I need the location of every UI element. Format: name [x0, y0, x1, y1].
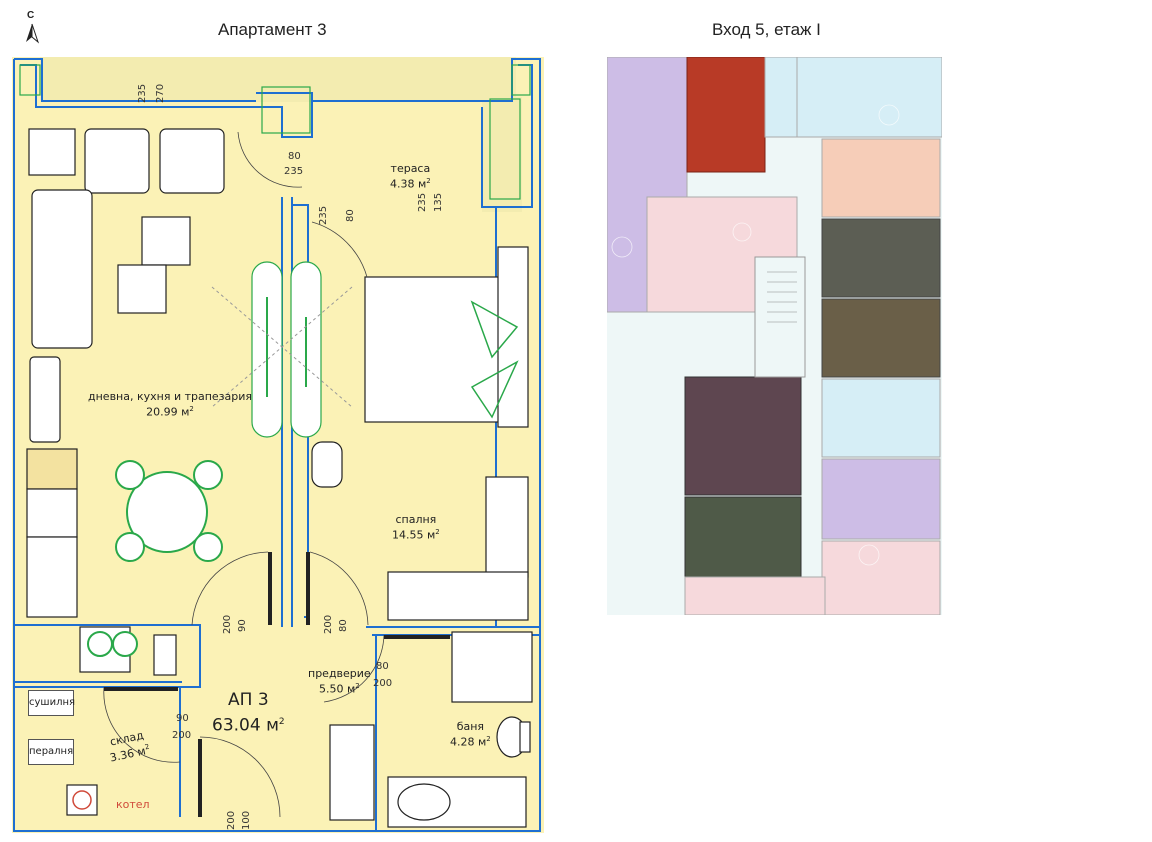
apartment-summary: АП 3 63.04 м2	[212, 689, 285, 737]
dim-135: 135	[433, 192, 444, 212]
plan-drawing	[13, 57, 541, 832]
dim-235-bedroom-door: 235	[318, 205, 329, 225]
living-area: 20.99 м	[146, 405, 190, 419]
dim-90-living-door: 90	[237, 619, 248, 632]
dim-80-bedroom-door: 80	[345, 209, 356, 222]
dim-80-bedroom-door2: 80	[338, 619, 349, 632]
hall-name: предверие	[308, 667, 371, 680]
terrace-area: 4.38 м	[390, 177, 427, 191]
dim-200-entrance: 200	[226, 810, 237, 830]
dim-200-living-door: 200	[222, 614, 233, 634]
dim-235-top: 235	[137, 83, 148, 103]
boiler-label: котел	[116, 798, 150, 811]
terrace-label: тераса 4.38 м2	[390, 162, 431, 191]
apartment-area-sup: 2	[278, 717, 285, 727]
apartment-area: 63.04 м	[212, 715, 279, 736]
dim-235-terrace-door: 235	[284, 166, 304, 177]
north-letter: С	[27, 10, 35, 21]
hall-label: предверие 5.50 м2	[308, 667, 371, 696]
living-label: дневна, кухня и трапезария 20.99 м2	[88, 390, 252, 419]
living-name: дневна, кухня и трапезария	[88, 390, 253, 403]
bedroom-area: 14.55 м	[392, 528, 436, 542]
floor-overview-map	[607, 57, 942, 615]
bath-label: баня 4.28 м2	[450, 720, 491, 749]
bedroom-label: спалня 14.55 м2	[392, 513, 440, 542]
floor-overview-drawing	[607, 57, 942, 615]
terrace-name: тераса	[390, 162, 431, 175]
bedroom-area-sup: 2	[435, 528, 440, 536]
dryer-label: сушилня	[28, 690, 75, 716]
dim-200-storage-door: 200	[172, 730, 192, 741]
floor-title: Вход 5, етаж I	[712, 20, 821, 39]
dim-80-terrace-door: 80	[288, 151, 301, 162]
washer-label: пералня	[28, 739, 74, 765]
dim-200-bedroom-door: 200	[323, 614, 334, 634]
dim-270: 270	[155, 83, 166, 103]
apartment-title: Апартамент 3	[218, 20, 327, 39]
hall-area-sup: 2	[355, 682, 360, 690]
bath-area-sup: 2	[486, 735, 491, 743]
terrace-area-sup: 2	[426, 177, 431, 185]
living-area-sup: 2	[189, 405, 194, 413]
dim-200-bath-door: 200	[373, 678, 393, 689]
dim-100-entrance: 100	[241, 810, 252, 830]
dim-80-bath-door: 80	[376, 661, 389, 672]
dim-235-window: 235	[417, 192, 428, 212]
hall-area: 5.50 м	[318, 682, 356, 696]
bath-area: 4.28 м	[450, 735, 487, 749]
apartment-code: АП 3	[228, 690, 269, 710]
apartment-floor-plan: тераса 4.38 м2 дневна, кухня и трапезари…	[12, 57, 544, 833]
north-arrow-icon: С	[22, 10, 42, 44]
bedroom-name: спалня	[395, 513, 437, 526]
bath-name: баня	[456, 720, 485, 733]
dim-90-storage-door: 90	[176, 713, 189, 724]
